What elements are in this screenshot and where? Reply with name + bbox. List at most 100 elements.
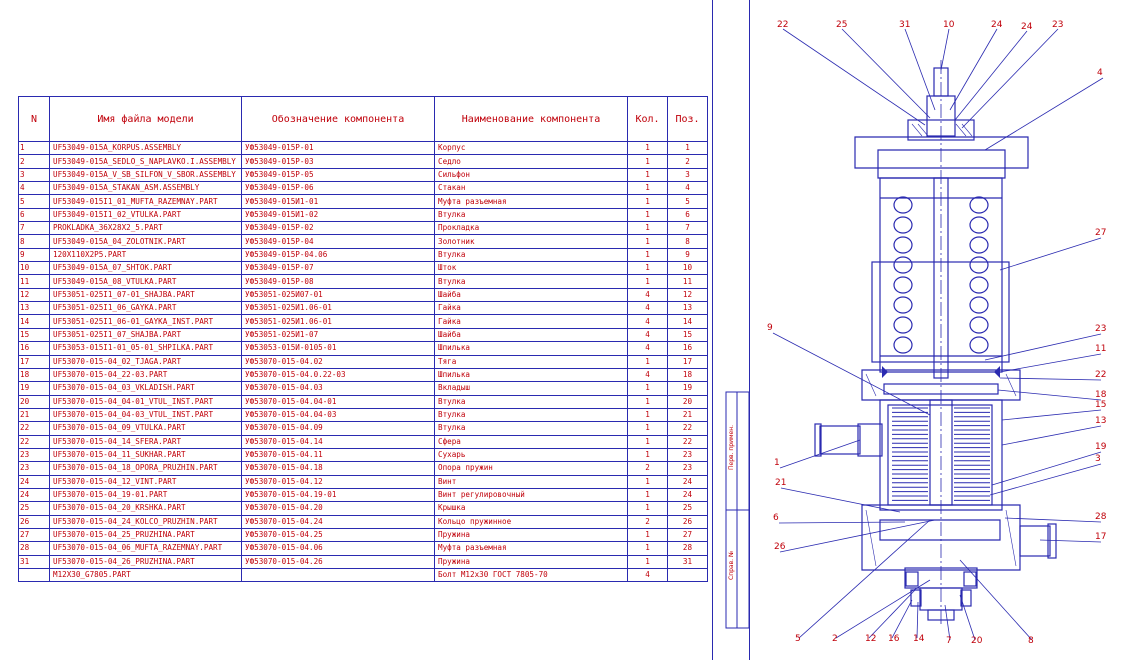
position-label: 31 [899, 20, 910, 30]
leader-line [961, 28, 1059, 129]
cell-name: Шайба [434, 287, 628, 303]
cell-pos: 20 [667, 394, 708, 409]
leader-line [782, 28, 926, 126]
spring-coil [969, 336, 989, 354]
cell-model-file: UF53051-025I1_07-01_SHAJBA.PART [49, 287, 242, 303]
cell-pos: 12 [667, 287, 708, 303]
cell-model-file: UF53070-015-04_18_OPORA_PRUZHIN.PART [49, 461, 242, 476]
cell-pos: 22 [667, 434, 708, 449]
spring-coil [969, 216, 989, 234]
spring-coil [893, 196, 913, 214]
leader-line [1039, 539, 1102, 543]
position-label: 12 [865, 634, 876, 644]
cell-pos: 22 [667, 421, 708, 436]
cell-pos: 10 [667, 261, 708, 276]
leader-line [954, 30, 1028, 121]
cell-n: 14 [18, 314, 50, 329]
bill-of-materials-table: N Имя файла модели Обозначение компонент… [18, 96, 708, 583]
position-label: 8 [1028, 636, 1034, 646]
position-label: 20 [971, 636, 983, 646]
position-label: 22 [1095, 370, 1106, 380]
cell-model-file: UF53070-015-04_09_VTULKA.PART [49, 421, 242, 436]
position-label: 2 [832, 634, 838, 644]
leader-line [1004, 517, 1102, 523]
leader-line [835, 579, 931, 639]
position-label: 9 [767, 323, 773, 333]
position-label: 1 [774, 458, 780, 468]
main-spring [893, 196, 989, 354]
spring-coil [893, 296, 913, 314]
leader-line [999, 237, 1102, 271]
position-label: 24 [1021, 22, 1033, 32]
cell-pos: 23 [667, 461, 708, 476]
cell-pos: 24 [667, 487, 708, 503]
leader-line [891, 599, 913, 639]
position-label: 10 [943, 20, 955, 30]
cell-pos: 17 [667, 354, 708, 369]
leader-line [904, 28, 936, 111]
cell-n: 12 [18, 287, 50, 303]
cell-pos: 7 [667, 221, 708, 236]
cell-pos: 24 [667, 474, 708, 489]
spring-coil [969, 296, 989, 314]
cell-n: 23 [18, 447, 50, 463]
leader-line [940, 28, 950, 71]
position-label: 4 [1097, 68, 1103, 78]
leader-line [959, 594, 976, 641]
spring-coil [893, 316, 913, 334]
leader-line [1001, 409, 1102, 421]
cell-designation: УФ53070-015-04.14 [241, 434, 435, 449]
leader-line [841, 28, 931, 119]
stamp-text-lower: Справ. № [728, 551, 735, 580]
spring-coil [969, 276, 989, 294]
leader-line [778, 521, 906, 524]
cell-n: 22 [18, 434, 50, 449]
position-label: 5 [795, 634, 801, 644]
cell-qty: 1 [627, 354, 668, 369]
cell-model-file: UF53070-015-04_11_SUKHAR.PART [49, 447, 242, 463]
cell-designation: УФ53070-015-04.12 [241, 474, 435, 489]
cell-name: Гайка [434, 314, 628, 329]
position-label: 18 [1095, 390, 1107, 400]
cell-name: Гайка [434, 301, 628, 316]
leader-line [868, 589, 916, 639]
cell-model-file: UF53070-015-04_19-01.PART [49, 487, 242, 503]
cell-pos: 14 [667, 314, 708, 329]
spring-coil [893, 256, 913, 274]
position-label: 11 [1095, 344, 1106, 354]
cell-pos: 18 [667, 367, 708, 383]
position-label: 24 [991, 20, 1003, 30]
spring-coil [969, 236, 989, 254]
leader-line [916, 601, 919, 639]
cell-pos [667, 567, 708, 583]
cell-model-file: UF53049-015A_07_SHTOK.PART [49, 261, 242, 276]
cell-name: Шток [434, 261, 628, 276]
position-label: 14 [913, 634, 925, 644]
cell-pos: 19 [667, 381, 708, 396]
cell-qty: 4 [627, 367, 668, 383]
cell-pos: 5 [667, 194, 708, 209]
position-label: 23 [1052, 20, 1063, 30]
frame-border-left [749, 0, 750, 660]
cell-qty: 1 [627, 487, 668, 503]
cell-model-file: UF53051-025I1_07_SHAJBA.PART [49, 327, 242, 343]
cell-pos: 15 [667, 327, 708, 343]
position-label: 3 [1095, 454, 1101, 464]
section-hatching [865, 123, 1017, 567]
position-label: 26 [774, 542, 786, 552]
position-label: 17 [1095, 532, 1106, 542]
position-label: 15 [1095, 400, 1106, 410]
position-label: 25 [836, 20, 847, 30]
